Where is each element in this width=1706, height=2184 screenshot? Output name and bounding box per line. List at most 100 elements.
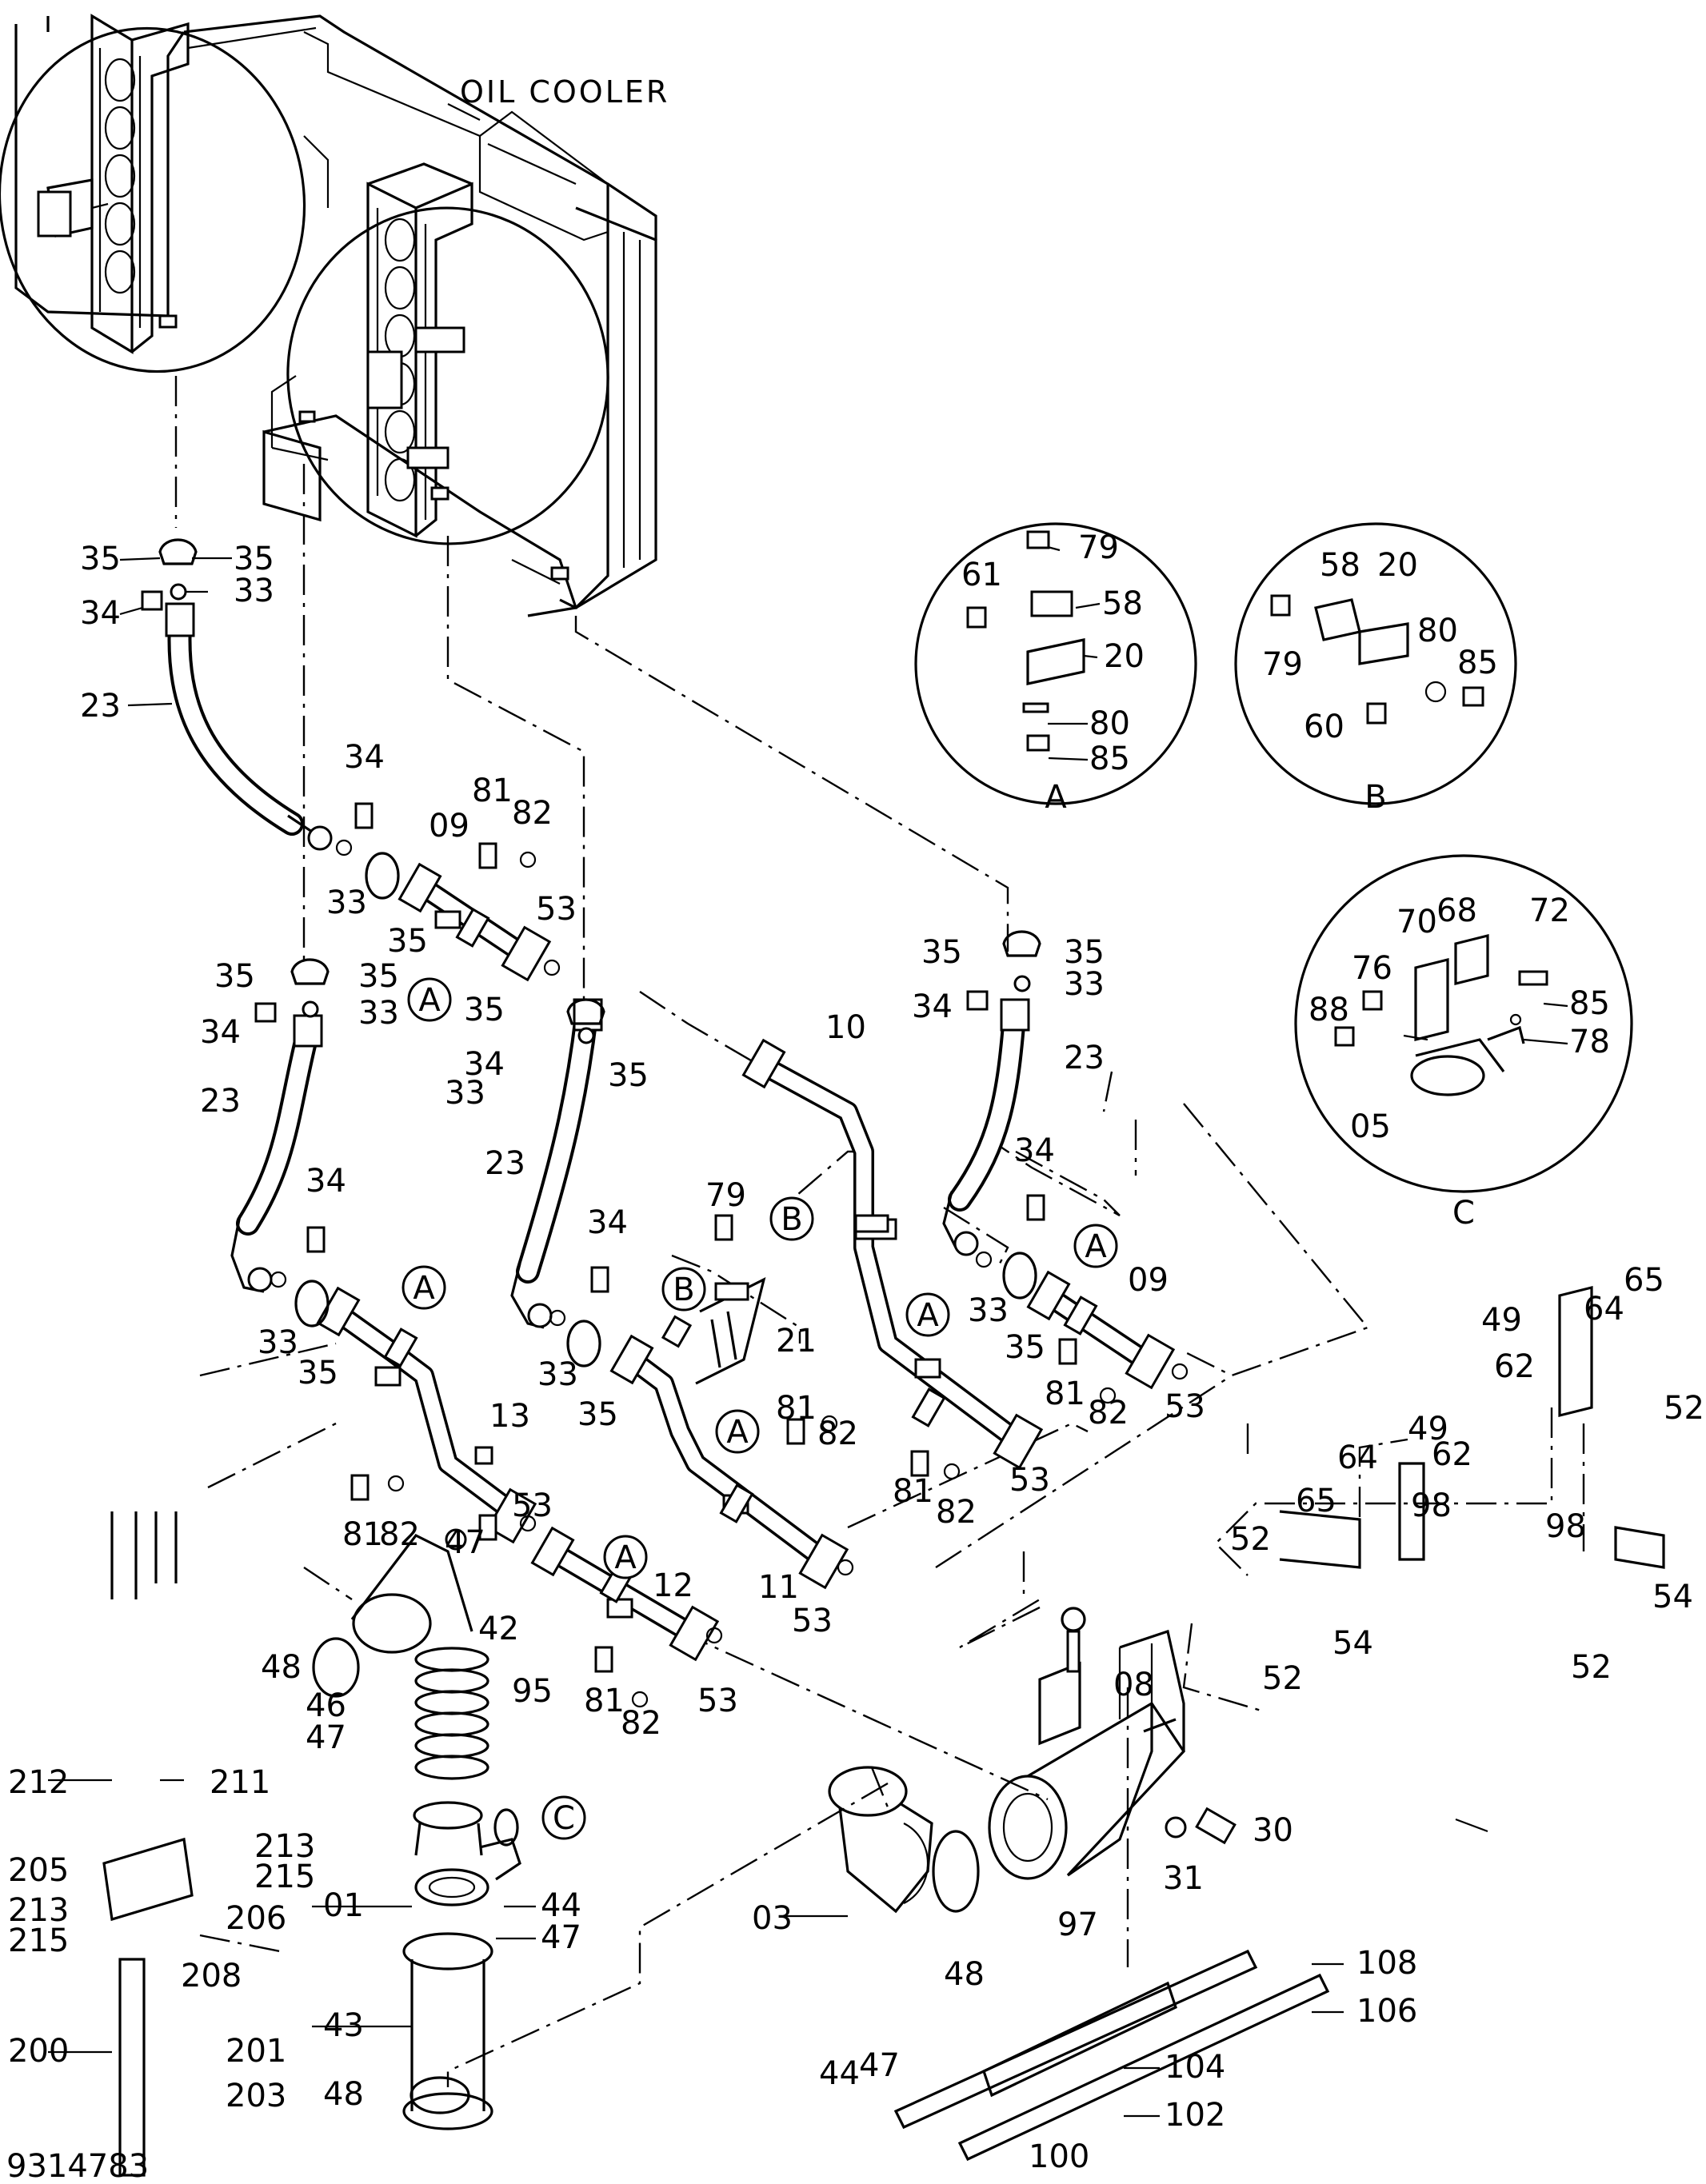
part-callout: 100	[1029, 2138, 1089, 2175]
view-marker[interactable]: A	[402, 1265, 446, 1310]
part-callout: 48	[261, 1649, 302, 1686]
part-callout: 82	[512, 795, 553, 832]
part-callouts: 35 35 33 34 23 34 81 82 09 33 35 53 35 3…	[8, 541, 1704, 2175]
svg-text:B: B	[673, 1272, 694, 1308]
part-callout: 212	[8, 1764, 69, 1801]
svg-text:A: A	[418, 982, 441, 1019]
part-callout: 47	[541, 1919, 581, 1956]
view-marker[interactable]: C	[541, 1795, 586, 1840]
part-callout: 33	[358, 995, 399, 1032]
drawing-number: 9314783	[6, 2148, 149, 2184]
part-callout: 82	[1088, 1395, 1129, 1431]
part-callout: 52	[1230, 1521, 1271, 1558]
svg-text:79: 79	[1078, 529, 1119, 566]
svg-text:A: A	[1085, 1228, 1107, 1265]
part-callout: 203	[226, 2078, 286, 2114]
svg-text:58: 58	[1320, 547, 1360, 584]
part-callout: 09	[429, 808, 469, 844]
detail-view-labels: A 79 61 58 20 80 85 B 58 20 80 85 79 60 …	[961, 529, 1610, 1232]
part-callout: 47	[859, 2047, 900, 2084]
svg-text:C: C	[553, 1800, 575, 1837]
part-callout: 211	[210, 1764, 270, 1801]
part-callout: 81	[584, 1683, 625, 1719]
part-callout: 47	[445, 1524, 485, 1561]
part-callout: 53	[536, 891, 577, 928]
detail-view-a-letter: A	[1045, 779, 1067, 816]
part-callout: 48	[323, 2076, 364, 2113]
part-callout: 33	[1064, 966, 1105, 1003]
part-callout: 64	[1584, 1291, 1624, 1328]
part-callout: 23	[200, 1083, 241, 1120]
pipes	[316, 862, 1176, 1662]
part-callout: 34	[344, 739, 385, 776]
view-marker[interactable]: A	[905, 1292, 950, 1337]
svg-text:A: A	[614, 1539, 637, 1576]
assembly-lines	[174, 376, 1585, 2087]
view-marker[interactable]: B	[661, 1267, 706, 1312]
svg-text:80: 80	[1417, 613, 1458, 649]
part-callout: 33	[258, 1324, 298, 1361]
part-callout: 81	[893, 1473, 933, 1510]
part-callout: 102	[1165, 2097, 1225, 2134]
part-callout: 35	[1064, 934, 1105, 971]
svg-text:78: 78	[1569, 1024, 1610, 1060]
view-marker[interactable]: A	[407, 977, 452, 1022]
detail-view-b-letter: B	[1364, 779, 1386, 816]
part-callout: 95	[512, 1673, 553, 1710]
svg-text:88: 88	[1308, 992, 1349, 1028]
part-callout: 12	[653, 1567, 693, 1604]
detail-views	[914, 522, 1633, 1193]
svg-text:20: 20	[1377, 547, 1418, 584]
part-callout: 30	[1253, 1812, 1293, 1849]
part-callout: 34	[1014, 1132, 1055, 1169]
detail-view-c-circle	[1294, 854, 1633, 1193]
part-callout: 62	[1432, 1436, 1472, 1473]
part-callout: 33	[234, 573, 274, 609]
part-callout: 47	[306, 1719, 346, 1756]
part-callout: 11	[758, 1569, 799, 1606]
part-callout: 64	[1337, 1439, 1378, 1476]
view-marker[interactable]: B	[769, 1196, 814, 1241]
part-callout: 33	[326, 884, 367, 921]
part-callout: 52	[1571, 1649, 1612, 1686]
part-callout: 35	[298, 1355, 338, 1391]
svg-text:79: 79	[1262, 646, 1303, 683]
part-callout: 10	[825, 1009, 866, 1046]
svg-text:72: 72	[1529, 892, 1570, 929]
part-callout: 65	[1624, 1262, 1664, 1299]
part-callout: 81	[776, 1390, 817, 1427]
part-callout: 35	[577, 1396, 618, 1433]
part-callout: 35	[234, 541, 274, 577]
part-callout: 35	[921, 934, 962, 971]
part-callout: 213	[8, 1892, 69, 1929]
part-callout: 35	[214, 958, 255, 995]
svg-text:70: 70	[1396, 904, 1437, 940]
view-marker[interactable]: A	[603, 1535, 648, 1579]
part-callout: 34	[80, 595, 121, 632]
part-callout: 23	[1064, 1040, 1105, 1076]
part-callout: 35	[358, 958, 399, 995]
part-callout: 21	[776, 1323, 817, 1360]
leader-lines	[48, 545, 1568, 2118]
part-callout: 08	[1113, 1667, 1154, 1703]
part-callout: 44	[819, 2055, 860, 2092]
part-callout: 31	[1163, 1860, 1204, 1897]
svg-text:05: 05	[1350, 1108, 1391, 1145]
part-callout: 79	[705, 1177, 746, 1214]
part-callout: 108	[1356, 1945, 1417, 1982]
left-core-tubes	[104, 58, 136, 294]
svg-text:76: 76	[1352, 950, 1392, 987]
part-callout: 82	[936, 1494, 977, 1531]
part-callout: 46	[306, 1687, 346, 1724]
svg-text:68: 68	[1436, 892, 1477, 929]
svg-text:61: 61	[961, 557, 1002, 593]
part-callout: 201	[226, 2033, 286, 2070]
part-callout: 206	[226, 1900, 286, 1937]
svg-text:A: A	[726, 1414, 749, 1451]
part-callout: 52	[1664, 1390, 1704, 1427]
view-marker[interactable]: A	[715, 1409, 760, 1454]
svg-text:85: 85	[1569, 985, 1610, 1022]
part-callout: 09	[1128, 1262, 1169, 1299]
view-marker[interactable]: A	[1073, 1224, 1118, 1268]
svg-text:B: B	[781, 1201, 802, 1238]
